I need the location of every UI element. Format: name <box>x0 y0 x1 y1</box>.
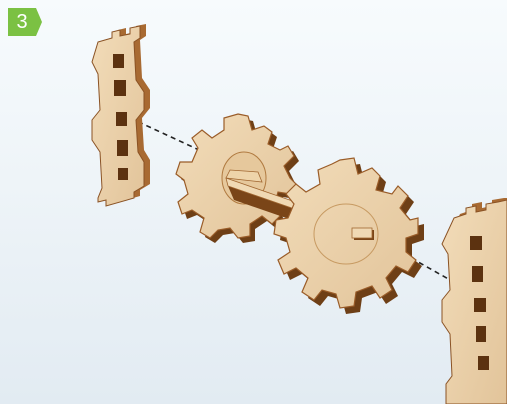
left-upright-frame <box>92 24 150 206</box>
large-gear <box>274 158 424 314</box>
right-upright-frame <box>442 198 507 404</box>
